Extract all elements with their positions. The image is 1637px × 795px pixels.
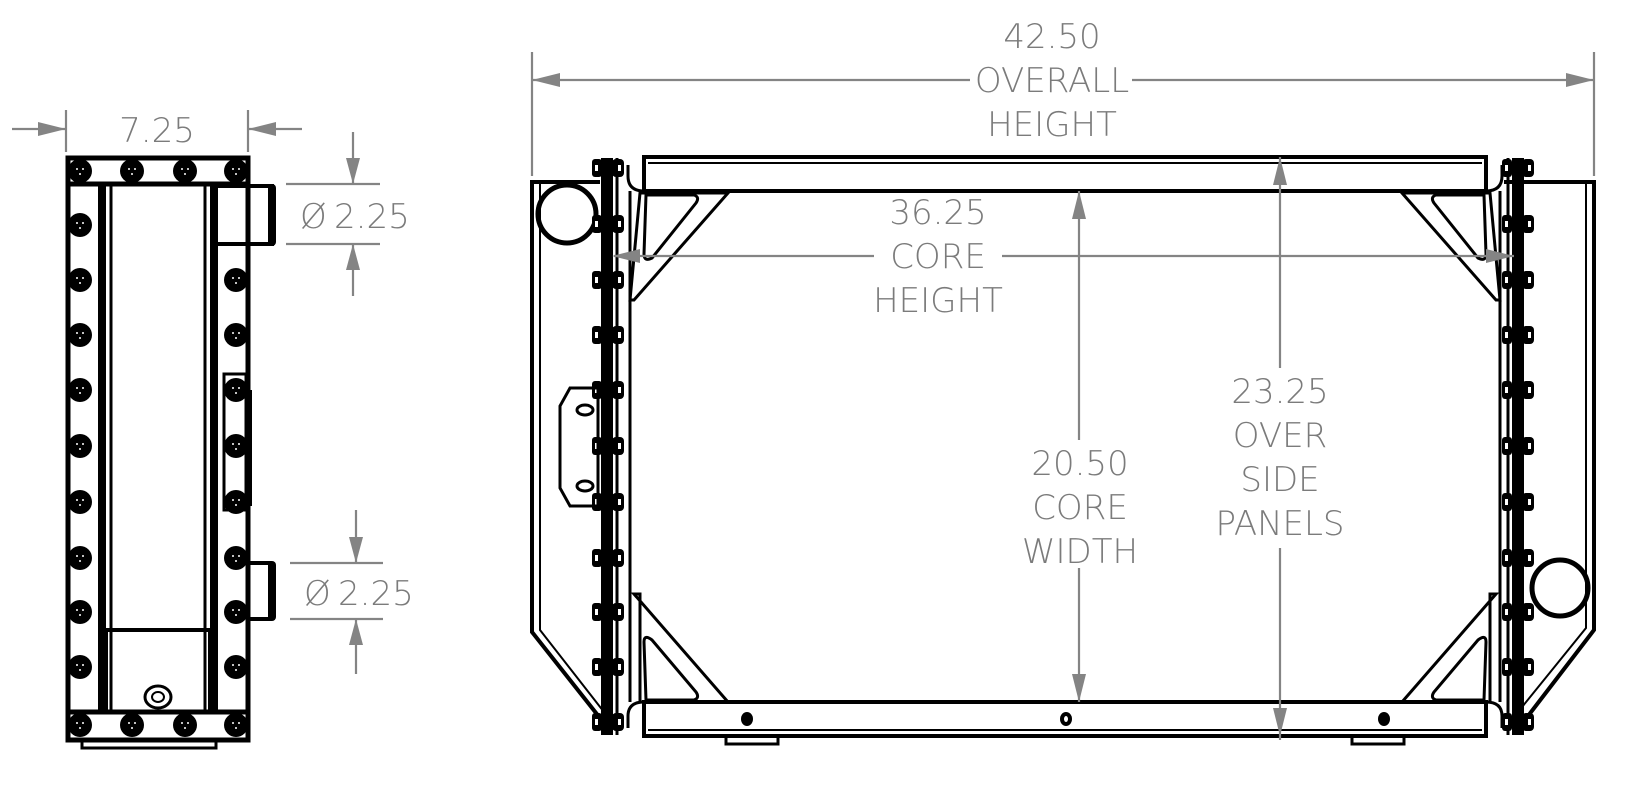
right-pipe-connection bbox=[1529, 557, 1591, 619]
left-pipe-connection bbox=[535, 182, 599, 246]
inlet-diameter-symbol: Ø bbox=[300, 197, 327, 237]
front-view: 42.50 OVERALL HEIGHT bbox=[530, 17, 1596, 746]
core-height-dimension: 36.25 CORE HEIGHT bbox=[612, 193, 1514, 321]
over-side-panels-value: 23.25 bbox=[1231, 372, 1328, 412]
core-width-label-2: WIDTH bbox=[1022, 532, 1138, 572]
side-view: 7.25 bbox=[12, 110, 414, 750]
top-rail bbox=[626, 155, 1504, 193]
over-side-panels-label-2: SIDE bbox=[1240, 460, 1319, 500]
overall-height-dimension: 42.50 OVERALL HEIGHT bbox=[530, 17, 1596, 176]
outlet-diameter-symbol: Ø bbox=[304, 574, 331, 614]
core-height-label-2: HEIGHT bbox=[873, 281, 1003, 321]
bottom-rail bbox=[626, 700, 1504, 746]
over-side-panels-dimension: 23.25 OVER SIDE PANELS bbox=[1215, 157, 1345, 740]
width-dimension: 7.25 bbox=[12, 110, 302, 152]
corner-gussets bbox=[628, 191, 1502, 704]
right-tank-flange bbox=[1502, 158, 1534, 735]
inlet-pipe bbox=[210, 184, 276, 246]
core-height-label-1: CORE bbox=[890, 237, 986, 277]
inlet-diameter-dimension: Ø 2.25 bbox=[286, 132, 410, 296]
over-side-panels-label-3: PANELS bbox=[1215, 504, 1344, 544]
left-tank-flange bbox=[592, 158, 624, 735]
over-side-panels-label-1: OVER bbox=[1233, 416, 1328, 456]
core-height-value: 36.25 bbox=[889, 193, 986, 233]
left-mounting-bracket bbox=[558, 386, 600, 508]
outlet-diameter-dimension: Ø 2.25 bbox=[290, 510, 414, 674]
right-side-panel bbox=[1504, 180, 1596, 718]
overall-height-label-2: HEIGHT bbox=[987, 105, 1117, 145]
core-width-label-1: CORE bbox=[1032, 488, 1128, 528]
overall-height-value: 42.50 bbox=[1003, 17, 1100, 57]
drain-plug-icon bbox=[143, 684, 173, 710]
left-side-panel bbox=[530, 180, 605, 720]
core-width-dimension: 20.50 CORE WIDTH bbox=[1022, 191, 1138, 702]
outlet-pipe bbox=[248, 561, 276, 621]
overall-height-label-1: OVERALL bbox=[975, 61, 1129, 101]
core-width-value: 20.50 bbox=[1031, 444, 1128, 484]
outlet-diameter-value: 2.25 bbox=[338, 574, 414, 614]
inlet-diameter-value: 2.25 bbox=[334, 197, 410, 237]
width-value: 7.25 bbox=[119, 111, 195, 151]
